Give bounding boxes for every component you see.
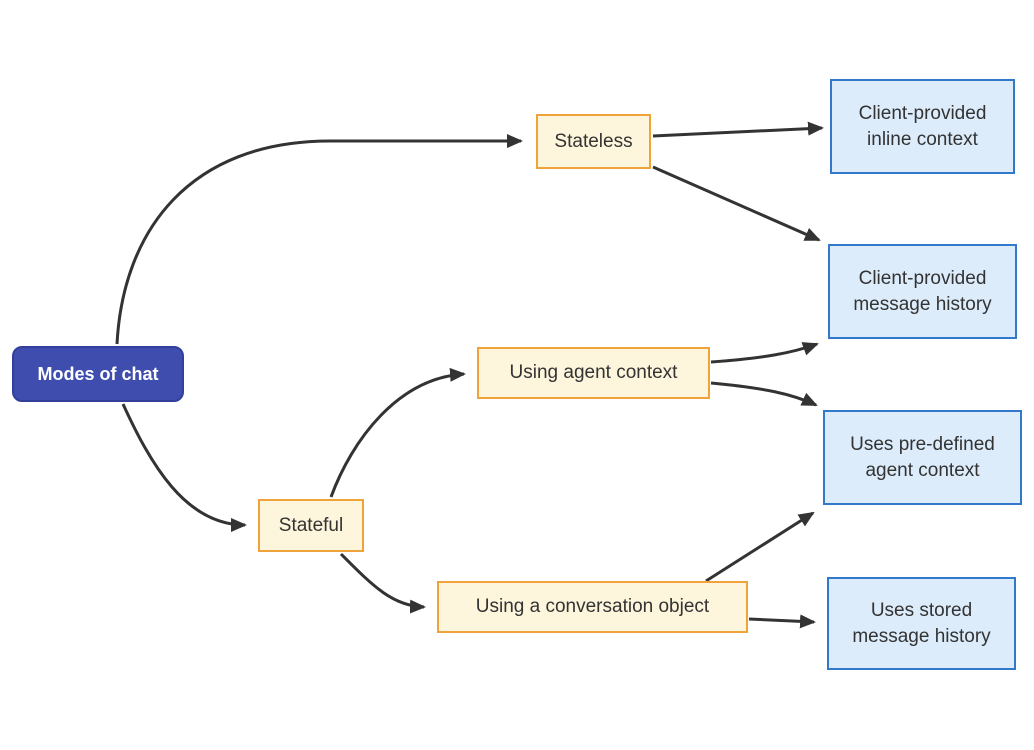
node-stateless-label: Stateless: [554, 130, 633, 152]
node-using-agent-context: Using agent context: [477, 347, 710, 399]
node-client-provided-inline-context-label: Client-provided inline context: [858, 102, 987, 150]
edge-using-conversation-object-stored-message-history: [748, 614, 816, 629]
edge-stateless-client-message-history: [652, 165, 821, 242]
node-uses-stored-message-history-label: Uses stored message history: [852, 599, 991, 647]
node-modes-of-chat: Modes of chat: [12, 346, 184, 402]
node-client-provided-message-history-label: Client-provided message history: [853, 267, 992, 315]
node-uses-stored-message-history: Uses stored message history: [827, 577, 1016, 670]
edge-stateful-using-conversation-object: [339, 552, 426, 614]
node-client-provided-message-history: Client-provided message history: [828, 244, 1017, 339]
edge-using-agent-context-predefined-agent-context: [710, 381, 818, 407]
edge-using-agent-context-client-message-history: [710, 342, 819, 364]
node-using-conversation-object: Using a conversation object: [437, 581, 748, 633]
node-uses-predefined-agent-context: Uses pre-defined agent context: [823, 410, 1022, 505]
node-stateful: Stateful: [258, 499, 364, 552]
edge-using-conversation-object-predefined-agent-context: [705, 511, 815, 583]
edge-root-stateless: [115, 134, 523, 345]
node-stateful-label: Stateful: [278, 514, 344, 536]
node-modes-of-chat-label: Modes of chat: [37, 363, 159, 384]
edge-stateless-client-inline-context: [652, 121, 824, 138]
node-using-conversation-object-label: Using a conversation object: [475, 596, 710, 618]
edge-root-stateful: [121, 403, 247, 532]
node-uses-predefined-agent-context-label: Uses pre-defined agent context: [850, 433, 995, 481]
node-using-agent-context-label: Using agent context: [509, 362, 678, 384]
node-stateless: Stateless: [536, 114, 651, 169]
edge-stateful-using-agent-context: [329, 367, 466, 498]
node-client-provided-inline-context: Client-provided inline context: [830, 79, 1015, 174]
